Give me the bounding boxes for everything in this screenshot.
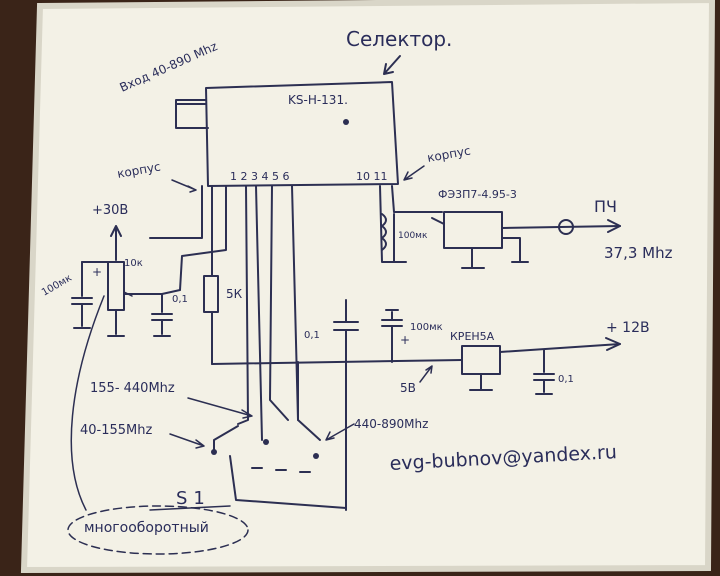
switch-underline: [149, 505, 231, 511]
v5-label: 5В: [400, 381, 416, 395]
paper-shade: [20, 0, 716, 574]
selector-arrow: [383, 55, 401, 75]
band-high-arrow: [325, 423, 355, 441]
multiturn-ellipse: [67, 505, 249, 555]
wire-korpus-ground: [155, 185, 203, 239]
cap-01-left-label: 0,1: [172, 294, 188, 305]
pins-right: 10 11: [356, 170, 388, 183]
cap-plus-mark: +: [400, 333, 410, 347]
resistor-5k-label: 5К: [226, 287, 243, 301]
if-output-line: [501, 225, 621, 229]
regulator-label: КРЕН5А: [450, 330, 495, 343]
korpus-right-arrow: [403, 165, 425, 181]
band-mid-label: 155- 440Mhz: [90, 381, 175, 396]
pch-label: ПЧ: [594, 197, 617, 216]
korpus-left-arrow: [171, 179, 197, 193]
pot-value: 10к: [124, 258, 143, 269]
filter-label: ФЭ3П7-4.95-3: [438, 188, 517, 201]
wire-pin10: [379, 185, 407, 263]
cap-100mk-mid-label: 100мк: [410, 322, 443, 333]
supply-30-label: +30В: [92, 203, 128, 218]
cap-01-mid-label: 0,1: [304, 330, 320, 341]
band-low-label: 40-155Mhz: [80, 423, 153, 438]
selector-label: Селектор.: [346, 27, 452, 51]
switch-label: S1: [176, 488, 211, 509]
coil-label: 100мк: [398, 231, 428, 241]
if-frequency-label: 37,3 Mhz: [604, 244, 673, 262]
band-mid-arrow: [187, 397, 253, 419]
pins-left: 1 2 3 4 5 6: [230, 170, 289, 183]
paper-sheet: [24, 0, 712, 570]
tuner-module: [175, 81, 399, 187]
band-low-arrow: [169, 433, 205, 449]
resistor-5k: [203, 275, 219, 313]
multiturn-label: многооборотный: [84, 520, 209, 536]
band-high-label: 440-890Mhz: [354, 417, 428, 431]
supply-30-arrow: [110, 225, 122, 261]
cap-01-right-label: 0,1: [558, 374, 574, 385]
wire-pin11: [391, 185, 443, 213]
coil: [381, 213, 387, 251]
supply-12-label: + 12В: [606, 320, 650, 336]
pot-plus: +: [92, 265, 102, 279]
band-switch: [211, 425, 347, 509]
bus-5v: [211, 359, 463, 365]
module-name: KS-H-131.: [288, 93, 348, 107]
multiturn-link: [70, 295, 105, 511]
